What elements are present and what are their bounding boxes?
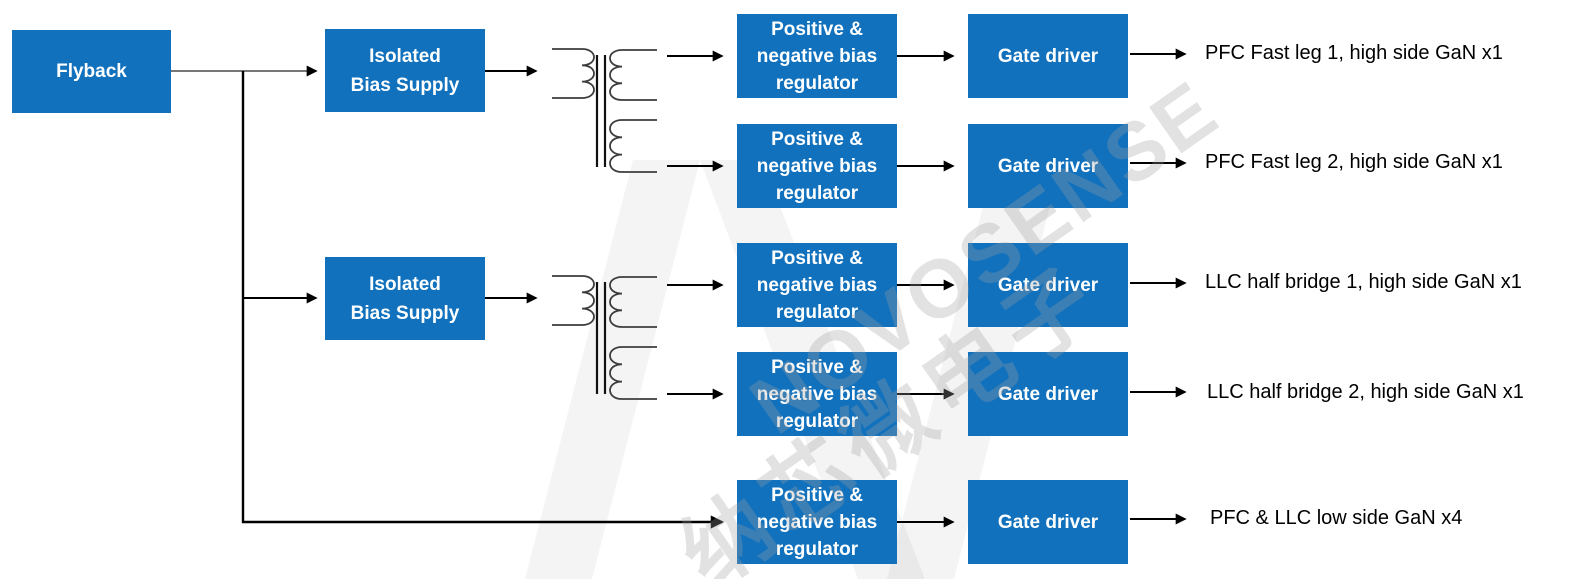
bias-supply-label-line1: Isolated <box>369 273 441 295</box>
regulator-label-line2: negative bias <box>756 45 878 67</box>
arrow-flyback-to-regulator5 <box>241 71 724 529</box>
gate-driver-block-1: Gate driver <box>968 14 1128 98</box>
transformer-icon <box>552 48 657 173</box>
bias-regulator-block-4: Positive & negative bias regulator <box>737 352 897 436</box>
regulator-label-line2: negative bias <box>756 383 878 405</box>
regulator-label-line1: Positive & <box>771 18 863 40</box>
regulator-label-line1: Positive & <box>771 128 863 150</box>
gate-driver-label: Gate driver <box>997 274 1099 296</box>
gate-driver-label: Gate driver <box>997 45 1099 67</box>
bias-regulator-block-1: Positive & negative bias regulator <box>737 14 897 98</box>
regulator-label-line2: negative bias <box>756 155 878 177</box>
gate-driver-block-3: Gate driver <box>968 243 1128 327</box>
gate-driver-label: Gate driver <box>997 511 1099 533</box>
output-label-pfc-fast-leg-2: PFC Fast leg 2, high side GaN x1 <box>1205 151 1503 173</box>
output-label-llc-half-bridge-2: LLC half bridge 2, high side GaN x1 <box>1207 381 1524 403</box>
bias-regulator-block-2: Positive & negative bias regulator <box>737 124 897 208</box>
bias-supply-label-line2: Bias Supply <box>350 302 460 324</box>
regulator-label-line1: Positive & <box>771 356 863 378</box>
output-label-pfc-fast-leg-1: PFC Fast leg 1, high side GaN x1 <box>1205 42 1503 64</box>
regulator-label-line3: regulator <box>775 72 859 94</box>
isolated-bias-supply-block-2: Isolated Bias Supply <box>325 257 485 340</box>
flyback-label: Flyback <box>56 61 127 82</box>
gate-driver-block-2: Gate driver <box>968 124 1128 208</box>
flyback-block: Flyback <box>12 30 171 113</box>
bias-supply-label-line1: Isolated <box>369 45 441 67</box>
regulator-label-line1: Positive & <box>771 484 863 506</box>
regulator-label-line2: negative bias <box>756 274 878 296</box>
regulator-label-line3: regulator <box>775 182 859 204</box>
output-label-llc-half-bridge-1: LLC half bridge 1, high side GaN x1 <box>1205 271 1522 293</box>
gate-driver-block-4: Gate driver <box>968 352 1128 436</box>
isolated-bias-supply-block-1: Isolated Bias Supply <box>325 29 485 112</box>
regulator-label-line1: Positive & <box>771 247 863 269</box>
bias-regulator-block-3: Positive & negative bias regulator <box>737 243 897 327</box>
gate-driver-label: Gate driver <box>997 155 1099 177</box>
regulator-label-line3: regulator <box>775 538 859 560</box>
bias-regulator-block-5: Positive & negative bias regulator <box>737 480 897 564</box>
regulator-label-line3: regulator <box>775 301 859 323</box>
gate-driver-block-5: Gate driver <box>968 480 1128 564</box>
regulator-label-line2: negative bias <box>756 511 878 533</box>
output-label-low-side: PFC & LLC low side GaN x4 <box>1210 507 1463 529</box>
gate-driver-label: Gate driver <box>997 383 1099 405</box>
regulator-label-line3: regulator <box>775 410 859 432</box>
bias-supply-label-line2: Bias Supply <box>350 74 460 96</box>
